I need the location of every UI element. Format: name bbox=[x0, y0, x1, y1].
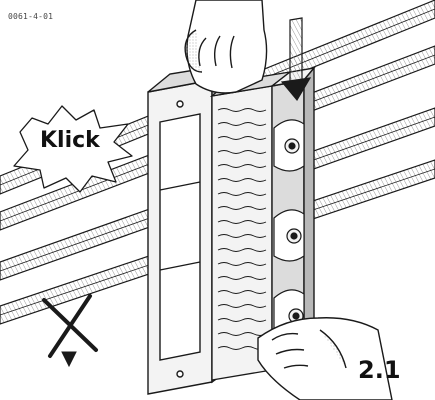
arrow-down-icon bbox=[280, 17, 312, 102]
click-burst-icon bbox=[13, 105, 133, 193]
document-code: 0061-4-01 bbox=[8, 12, 54, 21]
cross-out-icon bbox=[42, 294, 98, 368]
terminal-blocks bbox=[273, 119, 305, 342]
lower-hand bbox=[257, 317, 393, 400]
terminal-block-1 bbox=[273, 119, 305, 172]
step-number: 2.1 bbox=[358, 356, 401, 384]
terminal-block-2 bbox=[273, 209, 305, 262]
click-callout-text: Klick bbox=[40, 128, 100, 153]
upper-hand bbox=[184, 0, 268, 94]
cooling-fins bbox=[217, 108, 267, 350]
